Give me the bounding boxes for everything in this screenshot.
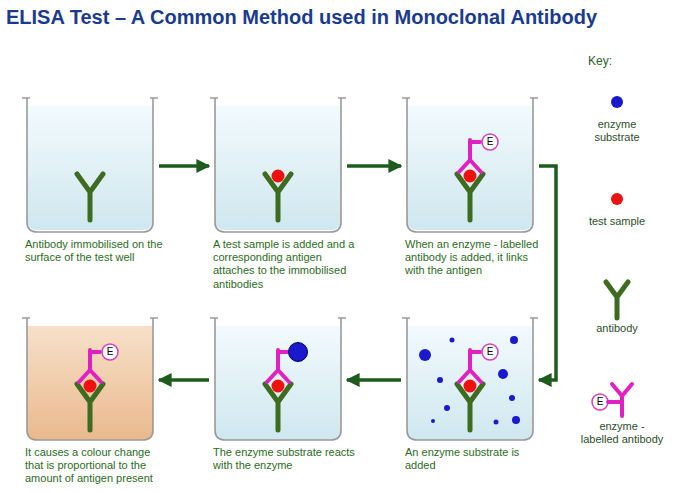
well-outline	[405, 318, 535, 442]
test-well: It causes a colour change that is propor…	[25, 318, 155, 442]
title: ELISA Test – A Common Method used in Mon…	[6, 4, 606, 30]
legend-item: antibody	[574, 322, 660, 335]
test-well: An enzyme substrate is added	[405, 318, 535, 442]
enzyme-letter: E	[593, 396, 607, 408]
step-caption: When an enzyme - labelled antibody is ad…	[405, 238, 547, 278]
flow-arrow	[347, 164, 401, 168]
antibody-symbol	[77, 174, 483, 430]
legend-symbols	[606, 282, 632, 416]
enzyme-letter: E	[483, 346, 497, 358]
flow-arrow	[159, 164, 209, 168]
step-caption: It causes a colour change that is propor…	[25, 446, 167, 486]
test-well: The enzyme substrate reacts with the enz…	[213, 318, 343, 442]
enzyme-substrate-dots	[419, 336, 520, 425]
test-well: A test sample is added and a correspondi…	[213, 98, 343, 234]
key-heading: Key:	[588, 54, 612, 68]
test-well: When an enzyme - labelled antibody is ad…	[405, 98, 535, 234]
flow-arrow	[347, 378, 401, 382]
legend-item: enzyme - labelled antibody	[579, 420, 665, 446]
well-outline	[405, 98, 535, 234]
flow-arrow	[159, 378, 209, 382]
legend-text: antibody	[574, 322, 660, 335]
enzyme-letter: E	[483, 136, 497, 148]
legend-swatch	[611, 96, 623, 108]
step-caption: The enzyme substrate reacts with the enz…	[213, 446, 355, 472]
enzyme-substrate-bound	[289, 343, 308, 362]
legend-item: enzyme substrate	[574, 96, 660, 144]
legend-text: enzyme substrate	[574, 118, 660, 144]
enzyme-letter: E	[103, 346, 117, 358]
legend-text: test sample	[574, 215, 660, 228]
legend-swatch	[611, 193, 623, 205]
well-outline	[25, 318, 155, 442]
well-outline	[213, 98, 343, 234]
step-caption: A test sample is added and a correspondi…	[213, 238, 355, 291]
legend-text: enzyme - labelled antibody	[579, 420, 665, 446]
flow-arrow	[539, 166, 556, 380]
well-outline	[213, 318, 343, 442]
legend-item: test sample	[574, 193, 660, 228]
step-caption: Antibody immobilised on the surface of t…	[25, 238, 167, 264]
test-well: Antibody immobilised on the surface of t…	[25, 98, 155, 234]
enzyme-circle	[102, 134, 608, 410]
well-outline	[25, 98, 155, 234]
antigen-dot	[84, 170, 477, 393]
step-caption: An enzyme substrate is added	[405, 446, 547, 472]
